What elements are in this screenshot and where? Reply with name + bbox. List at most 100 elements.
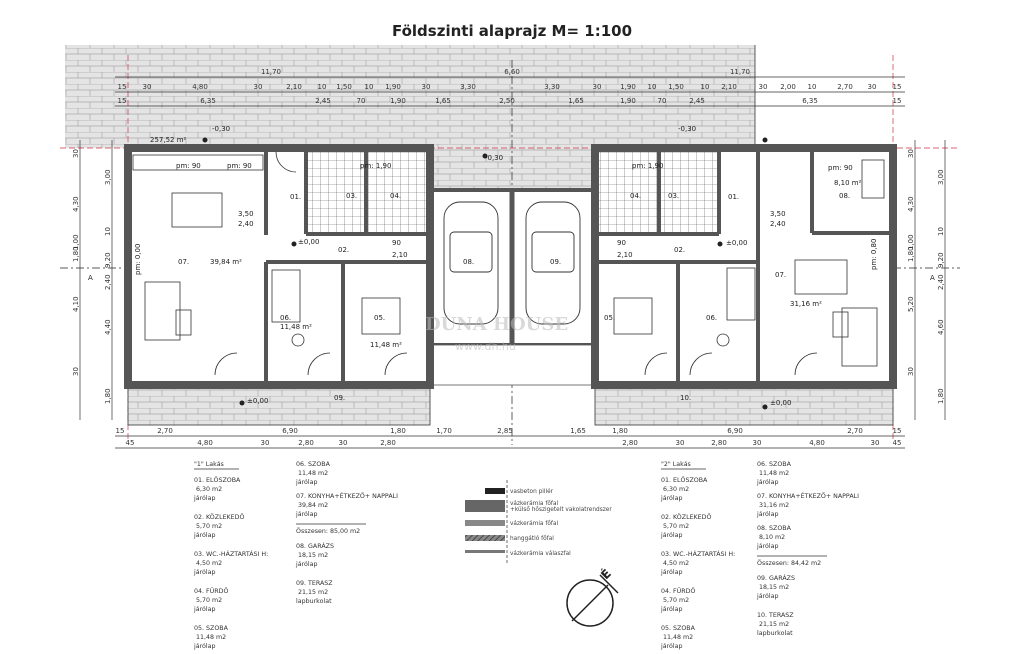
dimension-label: 1,50	[336, 83, 352, 91]
schedule-room-floor: járólap	[756, 592, 779, 600]
terrace-unit1	[127, 384, 431, 426]
dimension-label: 30	[261, 439, 270, 447]
north-arrow-icon: É	[566, 566, 619, 627]
material-legend-label: +külső hőszigetelt vakolatrendszer	[510, 507, 612, 513]
schedule-room-floor: járólap	[193, 568, 216, 576]
schedule-room-area: 4,50 m2	[663, 560, 689, 567]
dimension-label: 4,40	[104, 319, 112, 335]
room-label: 05.	[604, 314, 615, 322]
dimension-label: 30	[143, 83, 152, 91]
dimension-label: 4,80	[809, 439, 825, 447]
room-label: 07.	[775, 271, 786, 279]
material-legend-label: vasbeton pillér	[510, 488, 554, 495]
room-label: 06.	[706, 314, 717, 322]
terrace-unit2	[594, 384, 894, 426]
opening-width: 3,50	[238, 210, 254, 218]
watermark-brand: DUNA HOUSE	[425, 314, 568, 335]
opening-height: 2,40	[238, 220, 254, 228]
schedule-room-name: 02. KÖZLEKEDŐ	[194, 512, 245, 521]
level-label: ±0,00	[770, 399, 791, 407]
door-width: 90	[392, 239, 401, 247]
schedule-room-name: 05. SZOBA	[194, 625, 229, 632]
dimension-label: 2,10	[721, 83, 737, 91]
schedule-room-name: 05. SZOBA	[661, 625, 696, 632]
section-marker: A	[88, 274, 93, 282]
schedule-room-area: 5,70 m2	[196, 523, 222, 530]
dimension-label: 30	[868, 83, 877, 91]
schedule-room-area: 18,15 m2	[298, 552, 328, 559]
room-area: 8,10 m²	[834, 179, 862, 187]
material-swatch	[465, 535, 505, 541]
dimension-label: 6,90	[282, 427, 298, 435]
dimension-label: 2,70	[847, 427, 863, 435]
dimension-label: 2,10	[286, 83, 302, 91]
schedule-room-floor: járólap	[193, 642, 216, 650]
dimension-label: 2,45	[315, 97, 331, 105]
schedule-room-area: 4,50 m2	[196, 560, 222, 567]
dimension-label: 1,80	[937, 388, 945, 404]
dimension-label: 1,90	[620, 97, 636, 105]
schedule-room-floor: járólap	[193, 605, 216, 613]
schedule-room-floor: lapburkolat	[757, 630, 793, 637]
room-label: 257,52 m²	[150, 136, 187, 144]
schedule-heading: "2" Lakás	[661, 460, 691, 468]
schedule-room-name: 03. WC.-HÁZTARTÁSI H:	[661, 549, 735, 558]
window-sill: pm: 0,80	[870, 239, 878, 270]
room-label: 03.	[346, 192, 357, 200]
dimension-label: 4,60	[937, 319, 945, 335]
dimension-label: 45	[126, 439, 135, 447]
schedule-room-area: 5,70 m2	[663, 597, 689, 604]
bath-window-sill: pm: 1,90	[632, 162, 663, 170]
schedule-room-name: 01. ELŐSZOBA	[194, 475, 241, 484]
dimension-label: 30	[907, 149, 915, 158]
dimension-label: 6,90	[727, 427, 743, 435]
dimension-label: 30	[254, 83, 263, 91]
dimension-label: 70	[357, 97, 366, 105]
material-swatch	[465, 550, 505, 553]
schedule-room-floor: járólap	[660, 642, 683, 650]
dimension-label: 1,00	[907, 234, 915, 250]
schedule-room-area: 21,15 m2	[759, 621, 789, 628]
schedule-room-area: 8,10 m2	[759, 534, 785, 541]
dimension-label: 2,70	[157, 427, 173, 435]
schedule-room-floor: járólap	[295, 478, 318, 486]
schedule-room-area: 6,30 m2	[196, 486, 222, 493]
schedule-room-area: 21,15 m2	[298, 589, 328, 596]
schedule-room-floor: járólap	[193, 494, 216, 502]
dimension-label: 6,35	[802, 97, 818, 105]
room-label: 02.	[674, 246, 685, 254]
room-area: 11,48 m²	[370, 341, 402, 349]
watermark-url: www.dh.hu	[455, 340, 516, 353]
dimension-label: 10	[701, 83, 710, 91]
dimension-label: 5,20	[907, 296, 915, 312]
dimension-label: 30	[72, 367, 80, 376]
schedule-room-name: 07. KONYHA+ÉTKEZŐ+ NAPPALI	[757, 491, 859, 500]
schedule-room-floor: járólap	[756, 542, 779, 550]
dimension-label: 2,00	[780, 83, 796, 91]
dimension-label: 9,20	[937, 252, 945, 268]
dimension-label: 30	[72, 149, 80, 158]
level-label: -0,30	[678, 125, 696, 133]
dimension-label: 1,80	[104, 388, 112, 404]
door-height: 2,10	[392, 251, 408, 259]
dimension-label: 1,90	[620, 83, 636, 91]
brick-paving-top	[65, 45, 755, 148]
dimension-label: 3,00	[937, 169, 945, 185]
level-label: ±0,00	[298, 238, 319, 246]
room-area: 39,84 m²	[210, 258, 242, 266]
dimension-label: 10	[808, 83, 817, 91]
dimension-label: 4,80	[197, 439, 213, 447]
level-label: -0,30	[212, 125, 230, 133]
schedule-total: Összesen: 84,42 m2	[757, 558, 821, 567]
dimension-label: 2,80	[711, 439, 727, 447]
schedule-room-name: 03. WC.-HÁZTARTÁSI H:	[194, 549, 268, 558]
dimension-label: 10	[104, 227, 112, 236]
svg-text:É: É	[598, 566, 614, 582]
dimension-label: 1,65	[568, 97, 584, 105]
schedule-total: Összesen: 85,00 m2	[296, 526, 360, 535]
material-legend-label: hanggátló főfal	[510, 535, 554, 542]
schedule-room-name: 01. ELŐSZOBA	[661, 475, 708, 484]
dimension-label: 1,80	[907, 246, 915, 262]
dimension-label: 1,90	[390, 97, 406, 105]
dimension-label: 4,10	[72, 296, 80, 312]
